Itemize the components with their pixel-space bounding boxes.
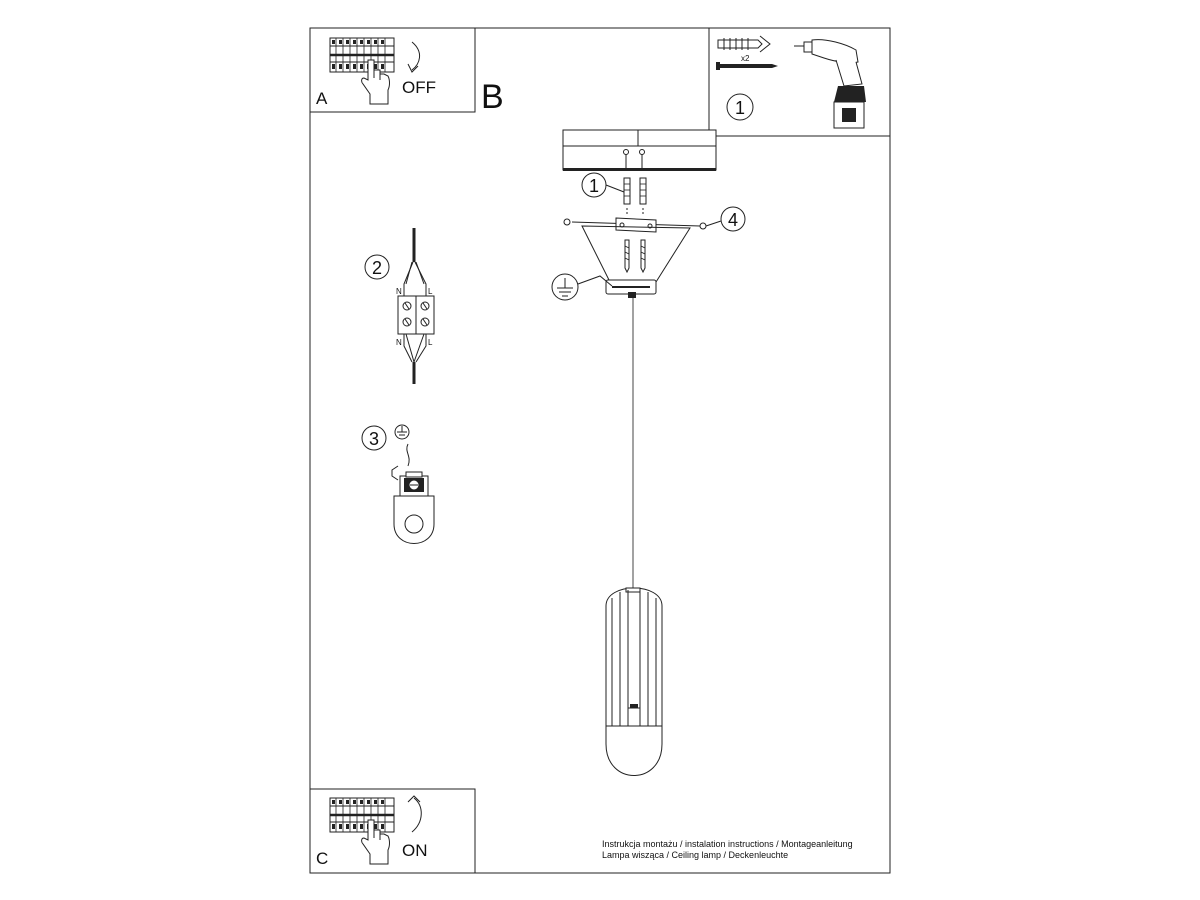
drill-icon [794, 39, 866, 129]
step-3-badge [361, 425, 387, 451]
ground-clamp-icon [391, 465, 435, 544]
step-c-label: C [316, 849, 328, 868]
off-label: OFF [402, 78, 436, 97]
breaker-panel-hand-icon [328, 795, 422, 865]
mounting-bracket [563, 217, 707, 233]
footer-line-1: Instrukcja montażu / instalation instruc… [602, 839, 853, 849]
ground-symbol-icon [551, 273, 613, 301]
ceiling-block [562, 129, 717, 171]
step-1-leader [605, 184, 625, 193]
breaker-panel-hand-icon [328, 36, 420, 105]
terminal-block-icon [397, 228, 435, 384]
lamp-canopy [581, 225, 691, 298]
ground-wire [406, 443, 410, 467]
anchors-qty: x2 [741, 54, 750, 63]
ground-symbol-small-icon [394, 424, 410, 440]
neutral-label-bottom: N [396, 338, 402, 347]
live-label-top: L [428, 287, 433, 296]
pendant-lamp-icon [605, 587, 663, 776]
step-2-number: 2 [372, 258, 382, 278]
step-4-leader [705, 220, 722, 227]
step-2-badge [364, 254, 390, 280]
wall-plugs [623, 177, 647, 205]
tools-step-badge [726, 93, 754, 121]
step-a-label: A [316, 89, 328, 108]
tools-box: x2 1 [708, 27, 891, 137]
step-b-label: B [481, 78, 504, 116]
on-label: ON [402, 841, 428, 860]
step-3-number: 3 [369, 429, 379, 449]
tools-step-number: 1 [735, 98, 745, 118]
step-a-box: A OFF [309, 27, 476, 113]
step-4-badge [720, 206, 746, 232]
neutral-label-top: N [396, 287, 402, 296]
step-4-number: 4 [728, 210, 738, 230]
sheet-frame [309, 27, 891, 874]
step-1-number: 1 [589, 176, 599, 196]
wall-plug-screw-icon [716, 35, 778, 70]
mounting-screws [624, 208, 646, 274]
footer-line-2: Lampa wisząca / Ceiling lamp / Deckenleu… [602, 850, 788, 860]
step-c-box: C ON [309, 788, 476, 874]
live-label-bottom: L [428, 338, 433, 347]
